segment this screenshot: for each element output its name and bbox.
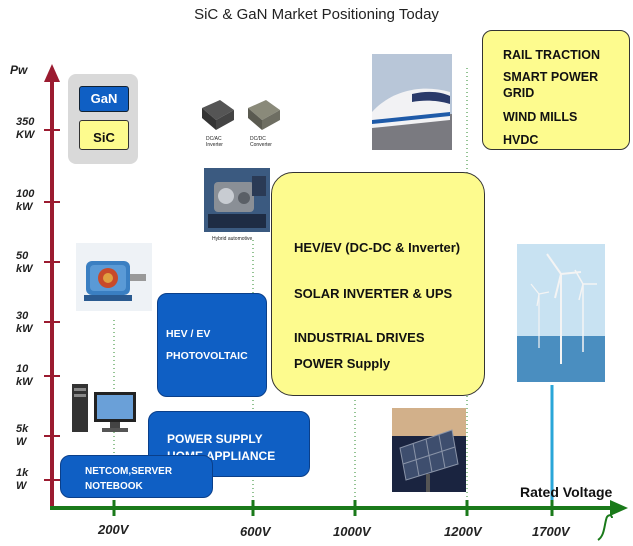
box-item: INDUSTRIAL DRIVES	[294, 330, 425, 345]
axis-swirl-decoration	[597, 514, 613, 541]
hybrid-caption: Hybrid automotive	[212, 236, 253, 242]
box-item: HEV/EV (DC-DC & Inverter)	[294, 240, 461, 255]
box-item: WIND MILLS	[503, 110, 578, 124]
wind-turbine-image	[517, 244, 605, 382]
dcac-caption: DC/AC Inverter	[206, 136, 223, 148]
high-speed-train-image	[372, 54, 452, 150]
box-item: NETCOM,SERVER	[85, 466, 173, 477]
electric-motor-image	[76, 243, 152, 311]
x-tick-label: 200V	[98, 522, 129, 537]
box-item: PHOTOVOLTAIC	[166, 350, 248, 362]
box-item: NOTEBOOK	[85, 481, 143, 492]
x-tick-label: 1200V	[444, 524, 482, 539]
box-item: HEV / EV	[166, 328, 211, 340]
x-tick-label: 600V	[240, 524, 271, 539]
sic-applications-box: HEV/EV (DC-DC & Inverter) SOLAR INVERTER…	[271, 172, 485, 396]
box-item: SOLAR INVERTER & UPS	[294, 286, 453, 301]
y-axis-label: Pw	[10, 63, 28, 77]
high-voltage-applications-box: RAIL TRACTION SMART POWER GRID WIND MILL…	[482, 30, 630, 150]
dcdc-converter-image	[244, 96, 282, 132]
x-axis-arrow	[610, 500, 628, 516]
gan-netcom-box: NETCOM,SERVER NOTEBOOK	[60, 455, 213, 498]
legend-panel: GaN SiC	[68, 74, 138, 164]
x-tick-label: 1000V	[333, 524, 371, 539]
box-item: HVDC	[503, 133, 539, 147]
legend-sic-swatch: SiC	[79, 120, 129, 150]
box-item: POWER Supply	[294, 356, 391, 371]
diagram-title: SiC & GaN Market Positioning Today	[194, 6, 439, 23]
gan-hev-pv-box: HEV / EV PHOTOVOLTAIC	[157, 293, 267, 397]
x-tick-label: 1700V	[532, 524, 570, 539]
desktop-computer-image	[70, 382, 140, 440]
solar-panel-image	[392, 408, 466, 492]
legend-gan-swatch: GaN	[79, 86, 129, 112]
hybrid-engine-image	[204, 168, 270, 232]
dcdc-caption: DC/DC Converter	[250, 136, 272, 148]
box-item: POWER SUPPLY	[167, 432, 263, 446]
x-axis-label: Rated Voltage	[520, 484, 613, 500]
box-item: RAIL TRACTION	[503, 48, 600, 62]
dcac-inverter-image	[198, 96, 236, 132]
box-item: SMART POWER GRID	[503, 70, 599, 100]
y-axis-arrow	[44, 64, 60, 82]
